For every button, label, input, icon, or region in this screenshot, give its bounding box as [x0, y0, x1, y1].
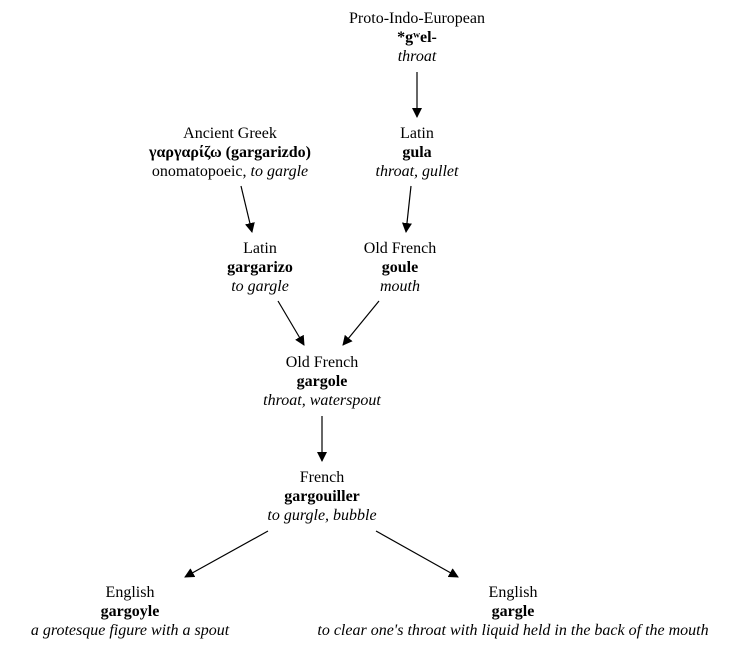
node-english-gargle: English gargle to clear one's throat wit… — [317, 583, 708, 640]
node-pie: Proto-Indo-European *gʷel- throat — [349, 9, 485, 66]
edge-old-french-goule-to-old-french-gargole — [342, 300, 380, 346]
word-form: gargouiller — [284, 488, 360, 505]
gloss: to gurgle, bubble — [267, 507, 377, 524]
edge-french-gargouiller-to-english-gargle — [375, 530, 459, 578]
word-form: γαργαρίζω (gargarizdo) — [149, 144, 311, 161]
node-ancient-greek: Ancient Greek γαργαρίζω (gargarizdo) ono… — [149, 124, 311, 181]
language-label: Proto-Indo-European — [349, 10, 485, 27]
language-label: English — [105, 584, 155, 601]
node-latin-gula: Latin gula throat, gullet — [376, 124, 459, 181]
word-form: gula — [402, 144, 432, 161]
edge-latin-gula-to-old-french-goule — [402, 185, 412, 233]
gloss-line: onomatopoeic, to gargle — [149, 162, 311, 181]
language-label: Ancient Greek — [183, 125, 277, 142]
node-old-french-gargole: Old French gargole throat, waterspout — [263, 353, 381, 410]
gloss: throat, gullet — [375, 163, 459, 180]
edge-greek-to-latin-gargarizo — [240, 185, 255, 233]
edge-latin-gargarizo-to-old-french-gargole — [277, 300, 305, 346]
word-form: gargoyle — [100, 603, 160, 620]
node-latin-gargarizo: Latin gargarizo to gargle — [227, 239, 293, 296]
word-form: goule — [381, 259, 419, 276]
gloss: throat — [397, 48, 437, 65]
gloss: throat, waterspout — [263, 392, 381, 409]
language-label: Old French — [363, 240, 437, 257]
language-label: French — [299, 469, 345, 486]
language-label: Old French — [285, 354, 359, 371]
word-form: gargle — [491, 603, 535, 620]
gloss: to gargle — [231, 278, 289, 295]
node-old-french-goule: Old French goule mouth — [364, 239, 436, 296]
node-english-gargoyle: English gargoyle a grotesque figure with… — [31, 583, 229, 640]
gloss: mouth — [380, 278, 420, 295]
language-label: Latin — [400, 125, 434, 142]
edge-french-gargouiller-to-english-gargoyle — [184, 530, 269, 578]
word-form: gargarizo — [227, 259, 293, 276]
word-form: *gʷel- — [397, 29, 437, 46]
gloss: to gargle — [250, 163, 309, 180]
gloss: to clear one's throat with liquid held i… — [317, 622, 709, 639]
gloss-prefix: onomatopoeic, — [151, 163, 251, 180]
word-form: gargole — [296, 373, 348, 390]
node-french-gargouiller: French gargouiller to gurgle, bubble — [267, 468, 376, 525]
gloss: a grotesque figure with a spout — [30, 622, 230, 639]
language-label: English — [488, 584, 538, 601]
language-label: Latin — [243, 240, 277, 257]
